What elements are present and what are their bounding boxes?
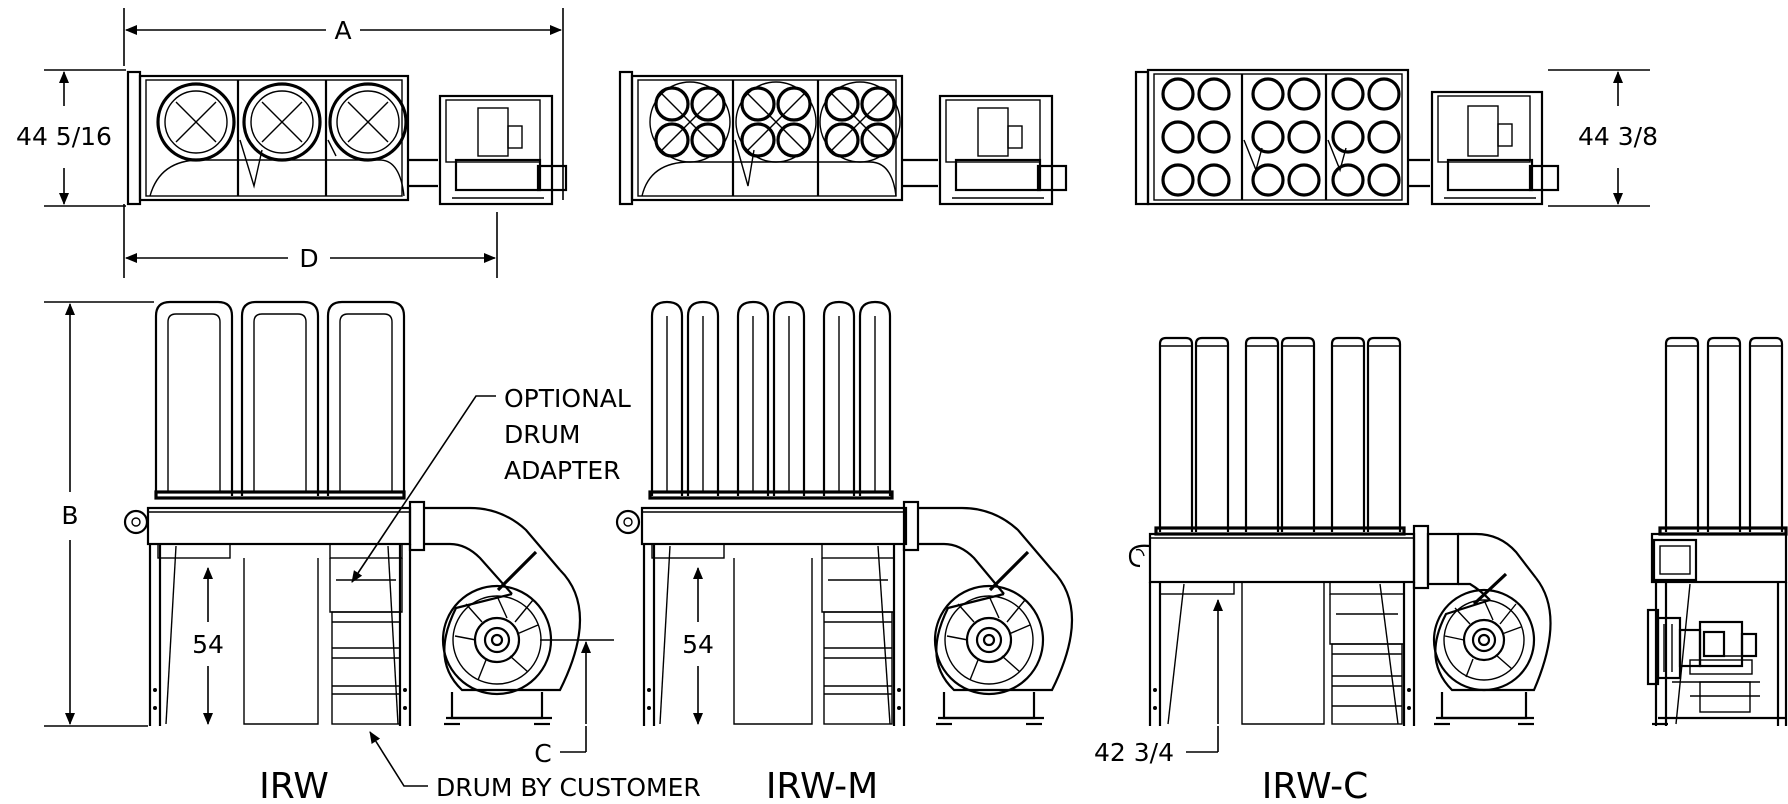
irw-top-view — [126, 70, 568, 206]
dimension-drum-height-irwc-label: 42 3/4 — [1094, 738, 1174, 767]
irw-c-top-filter-grid — [1161, 77, 1401, 197]
irw-filter-bag-2 — [240, 300, 320, 496]
dimension-drum-height-irwc: 42 3/4 — [1094, 599, 1223, 767]
dimension-drum-height-irw-label: 54 — [192, 630, 224, 659]
dimension-a: A — [123, 8, 564, 200]
callout-optional-line-1: OPTIONAL — [504, 384, 631, 413]
dimension-b: B — [44, 301, 154, 727]
callout-optional-line-2: DRUM — [504, 420, 581, 449]
irw-inlet-duct — [408, 500, 561, 595]
model-title-irw: IRW — [259, 766, 329, 804]
irw-drum — [331, 611, 401, 725]
dimension-drum-height-irw: 54 — [192, 567, 224, 725]
dimension-height-irwc-top: 44 3/8 — [1548, 69, 1658, 207]
irw-c-side-view — [1646, 336, 1788, 726]
irw-m-top-view — [618, 70, 1068, 206]
dimension-height-irwc-top-label: 44 3/8 — [1578, 122, 1658, 151]
callout-optional-line-3: ADAPTER — [504, 456, 621, 485]
irw-m-blower — [933, 569, 1074, 726]
dimension-c: C — [534, 639, 614, 768]
dimension-height-irw-top: 44 5/16 — [16, 69, 126, 207]
model-title-irw-m: IRW-M — [766, 766, 878, 804]
irw-collection-bag-2 — [243, 558, 319, 725]
irw-filter-bag-3 — [326, 300, 406, 496]
irw-m-front-view — [615, 300, 1074, 726]
dimension-d-label: D — [299, 244, 318, 273]
dimension-drum-height-irwm: 54 — [682, 567, 714, 725]
irw-top-filter-3 — [328, 82, 408, 162]
irw-c-filter-cartridges — [1158, 336, 1402, 532]
callout-optional-drum-adapter: OPTIONAL DRUM ADAPTER — [351, 384, 631, 583]
dimension-d: D — [123, 204, 498, 278]
dimension-b-label: B — [61, 501, 78, 530]
irw-bag-collar-1 — [157, 543, 231, 559]
callout-drum-by-customer-text: DRUM BY CUSTOMER — [436, 773, 701, 802]
irw-m-top-filter-group-3 — [819, 81, 901, 163]
irw-front-view — [123, 300, 582, 726]
irw-top-filter-2 — [242, 82, 322, 162]
dimension-a-label: A — [334, 16, 351, 45]
irw-m-top-filter-group-2 — [735, 81, 817, 163]
irw-blower — [441, 569, 582, 726]
irw-m-top-filter-group-1 — [649, 81, 731, 163]
callout-drum-by-customer: DRUM BY CUSTOMER — [369, 731, 701, 802]
irw-filter-bag-1 — [154, 300, 234, 496]
dimension-drum-height-irwm-label: 54 — [682, 630, 714, 659]
irw-m-filter-tubes — [650, 300, 892, 496]
model-title-irw-c: IRW-C — [1262, 766, 1368, 804]
irw-top-filter-1 — [156, 82, 236, 162]
dimension-height-irw-top-label: 44 5/16 — [16, 122, 112, 151]
irw-c-front-view — [1128, 336, 1552, 726]
irw-c-top-view — [1134, 68, 1560, 206]
irw-c-blower — [1432, 577, 1552, 726]
dimension-c-label: C — [534, 739, 551, 768]
